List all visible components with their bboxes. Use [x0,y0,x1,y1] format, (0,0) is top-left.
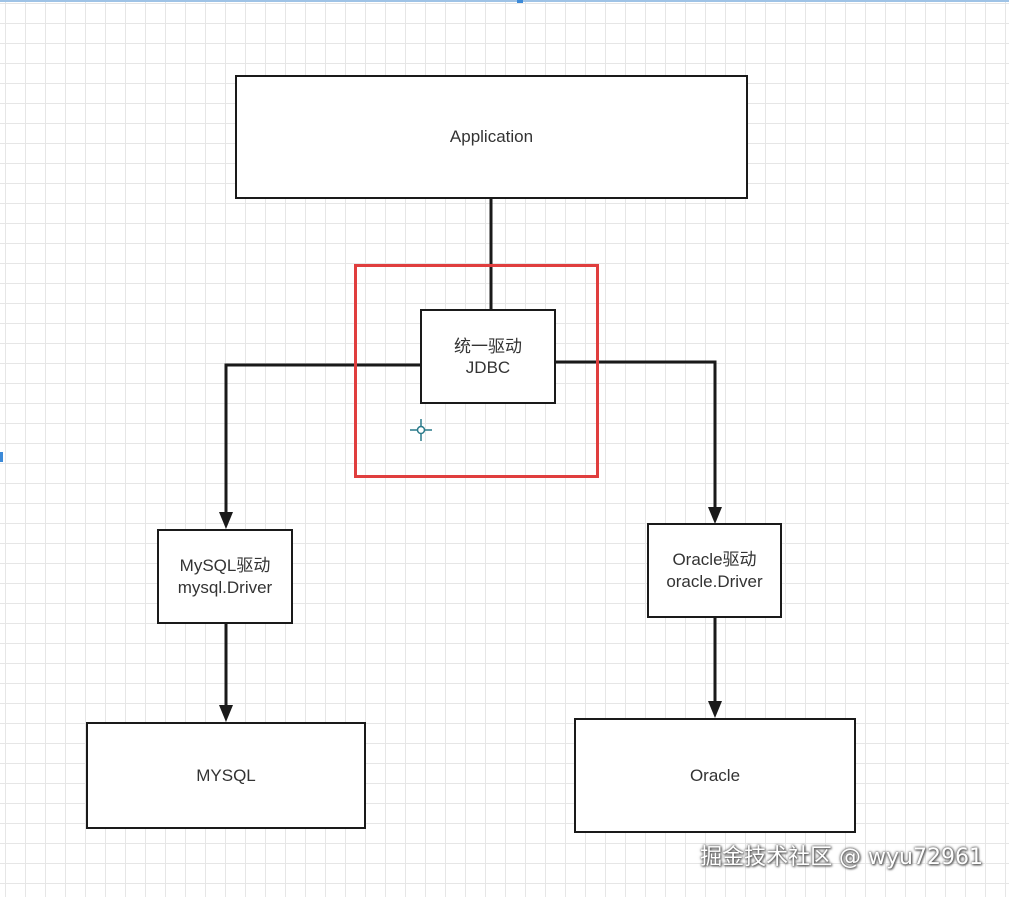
canvas-top-edge [0,0,1009,2]
mysql-driver-node[interactable]: MySQL驱动 mysql.Driver [157,529,293,624]
application-label: Application [449,127,534,146]
mysql-driver-label-line2: mysql.Driver [177,577,273,597]
oracle-db-node[interactable]: Oracle [574,718,856,833]
oracle-db-label: Oracle [689,765,741,785]
mysql-db-label: MYSQL [196,765,256,785]
arrow-mysql-db [219,705,233,722]
top-resize-handle[interactable] [517,0,523,3]
jdbc-node[interactable]: 统一驱动 JDBC [420,309,556,404]
crosshair-cursor-icon [410,419,432,441]
mysql-db-node[interactable]: MYSQL [86,722,366,829]
jdbc-label-line2: JDBC [465,357,511,377]
oracle-driver-label-line2: oracle.Driver [666,571,763,591]
oracle-driver-label-line1: Oracle驱动 [672,549,757,569]
arrow-mysql-driver [219,512,233,529]
left-resize-handle[interactable] [0,452,3,462]
mysql-driver-label-line1: MySQL驱动 [179,555,271,575]
jdbc-label-line1: 统一驱动 [454,336,522,356]
selection-highlight-box [354,264,599,478]
arrow-oracle-driver [708,507,722,524]
oracle-driver-node[interactable]: Oracle驱动 oracle.Driver [647,523,782,618]
arrow-oracle-db [708,701,722,718]
watermark: 掘金技术社区 @ wyu72961 [700,845,983,870]
edge-jdbc-oracle-driver[interactable] [555,360,717,509]
application-node[interactable]: Application [235,75,748,199]
